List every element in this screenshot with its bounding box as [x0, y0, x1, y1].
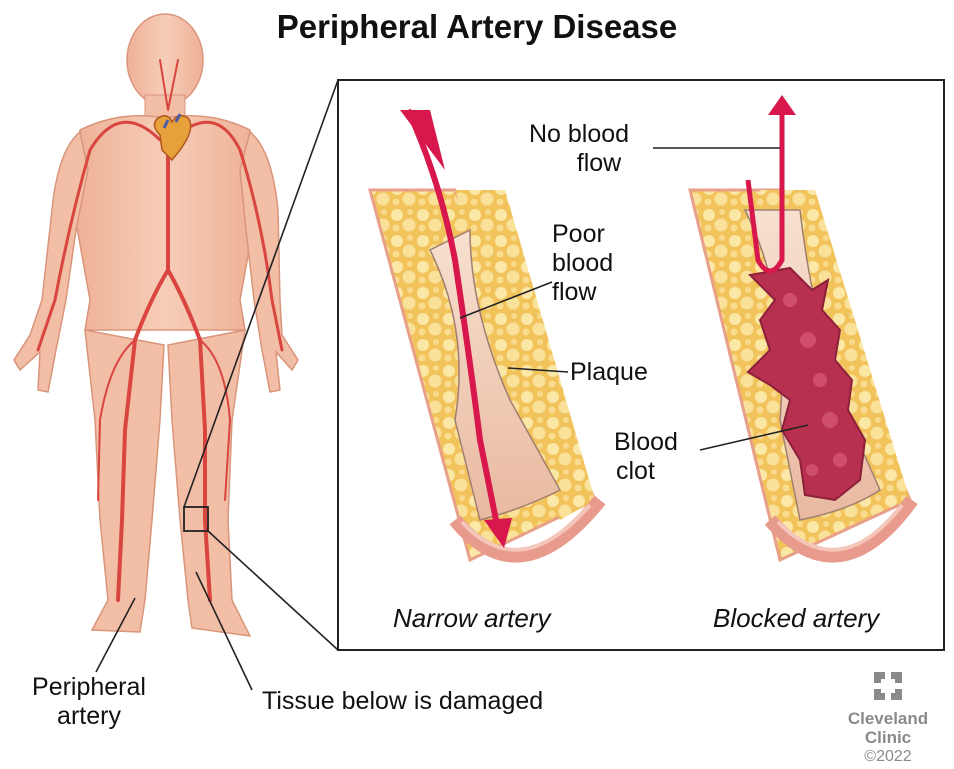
label-no-blood-flow-line1: No blood — [508, 120, 650, 149]
blocked-artery-illustration — [690, 95, 912, 560]
label-peripheral-artery-line1: Peripheral — [10, 673, 168, 702]
label-blood-clot: Blood clot — [614, 428, 678, 486]
label-poor-blood-flow: Poor blood flow — [552, 220, 613, 307]
cleveland-clinic-logo-icon — [874, 672, 902, 700]
body-arm-right — [240, 132, 298, 392]
body-figure — [14, 14, 298, 636]
caption-narrow-artery: Narrow artery — [393, 603, 550, 634]
label-peripheral-artery: Peripheral artery — [10, 673, 168, 731]
cleveland-clinic-branding: Cleveland Clinic ©2022 — [836, 672, 940, 767]
label-no-blood-flow-line2: flow — [508, 149, 650, 178]
no-flow-arrowhead — [768, 95, 796, 115]
brand-name-line2: Clinic — [836, 728, 940, 747]
body-arm-left — [14, 132, 88, 392]
label-blood-clot-line1: Blood — [614, 428, 678, 457]
label-tissue-damaged: Tissue below is damaged — [262, 687, 543, 716]
label-plaque: Plaque — [570, 358, 648, 387]
label-poor-blood-flow-line2: blood — [552, 249, 613, 278]
brand-name-line1: Cleveland — [836, 709, 940, 728]
caption-blocked-artery: Blocked artery — [713, 603, 879, 634]
label-poor-blood-flow-line1: Poor — [552, 220, 613, 249]
label-poor-blood-flow-line3: flow — [552, 278, 613, 307]
label-blood-clot-line2: clot — [614, 457, 678, 486]
label-no-blood-flow: No blood flow — [508, 120, 650, 178]
label-peripheral-artery-line2: artery — [10, 702, 168, 731]
brand-copyright: ©2022 — [836, 747, 940, 767]
